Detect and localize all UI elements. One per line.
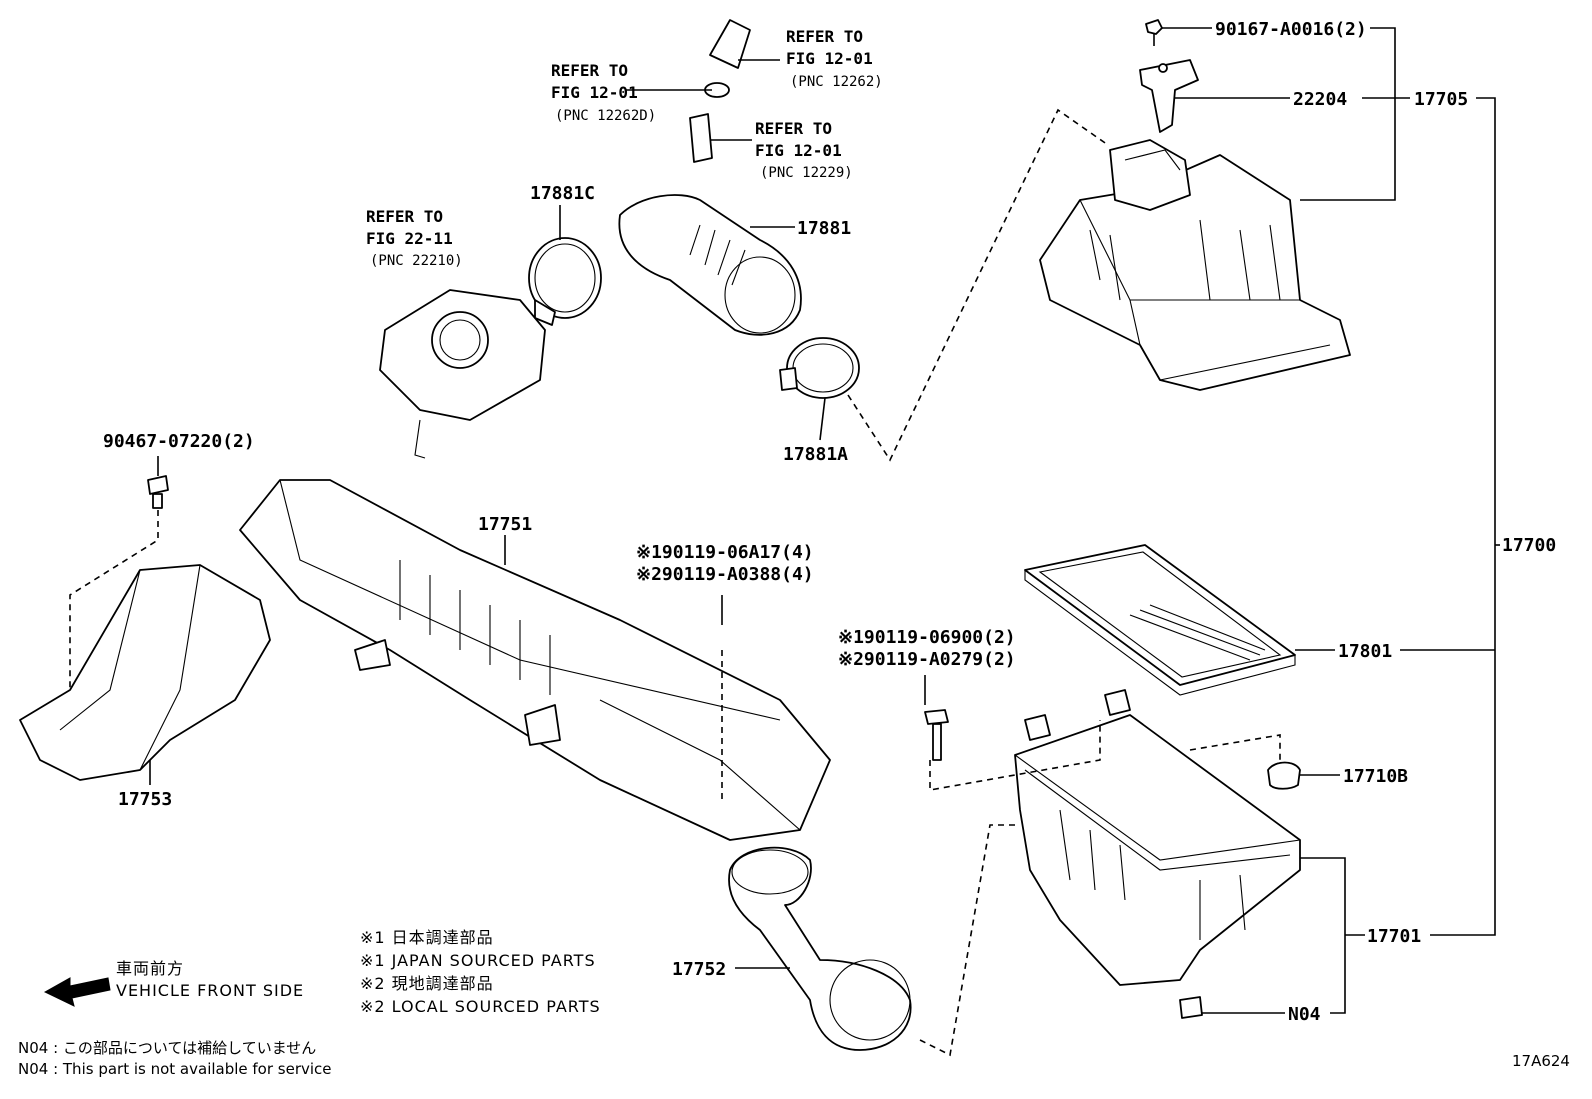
svg-text:FIG 12-01: FIG 12-01 — [551, 83, 638, 102]
svg-text:(PNC 12262): (PNC 12262) — [790, 74, 883, 90]
label-17710b: 17710B — [1343, 766, 1408, 787]
svg-text:(PNC 12262D): (PNC 12262D) — [555, 108, 656, 124]
hose-clamp-17881a-drawing — [779, 337, 860, 399]
label-90467-07220: 90467-07220(2) — [103, 431, 255, 452]
label-90167-a0016: 90167-A0016(2) — [1215, 19, 1367, 40]
label-17881c: 17881C — [530, 183, 595, 204]
svg-text:REFER TO: REFER TO — [786, 27, 863, 46]
label-17751: 17751 — [478, 514, 532, 535]
front-label-jp: 車両前方 — [116, 959, 184, 978]
label-17705: 17705 — [1414, 89, 1468, 110]
svg-text:FIG 22-11: FIG 22-11 — [366, 229, 453, 248]
air-cleaner-cap-drawing — [1039, 139, 1351, 391]
air-flow-sensor-drawing — [1139, 19, 1199, 133]
reference-12262: REFER TO FIG 12-01 (PNC 12262) — [786, 27, 883, 90]
reference-12262d: REFER TO FIG 12-01 (PNC 12262D) — [551, 61, 656, 124]
reference-12229: REFER TO FIG 12-01 (PNC 12229) — [755, 119, 853, 181]
label-bolt-b1: ※190119-06900(2) — [838, 627, 1016, 648]
svg-text:REFER TO: REFER TO — [755, 119, 832, 138]
air-cleaner-case-drawing — [1014, 689, 1301, 1019]
note-line: ※2 現地調達部品 — [360, 974, 494, 993]
label-17701: 17701 — [1367, 926, 1421, 947]
footnote-en: N04 : This part is not available for ser… — [18, 1060, 332, 1078]
label-17881: 17881 — [797, 218, 851, 239]
label-bolt-a1: ※190119-06A17(4) — [636, 542, 814, 563]
label-17753: 17753 — [118, 789, 172, 810]
note-line: ※1 JAPAN SOURCED PARTS — [360, 951, 596, 970]
label-bolt-a2: ※290119-A0388(4) — [636, 564, 814, 585]
label-17752: 17752 — [672, 959, 726, 980]
vehicle-front-indicator: 車両前方 VEHICLE FRONT SIDE — [43, 959, 304, 1007]
label-22204: 22204 — [1293, 89, 1347, 110]
label-17881a: 17881A — [783, 444, 848, 465]
intake-duct-17751-drawing — [239, 479, 831, 841]
intake-duct-17753-drawing — [19, 475, 271, 781]
note-line: ※2 LOCAL SOURCED PARTS — [360, 997, 601, 1016]
dashed-connectors — [69, 108, 1281, 1057]
svg-text:(PNC 22210): (PNC 22210) — [370, 253, 463, 269]
svg-text:(PNC 12229): (PNC 12229) — [760, 165, 853, 181]
sourcing-notes: ※1 日本調達部品 ※1 JAPAN SOURCED PARTS ※2 現地調達… — [360, 928, 601, 1016]
label-17700: 17700 — [1502, 535, 1556, 556]
leader-lines — [149, 27, 1500, 1014]
label-bolt-b2: ※290119-A0279(2) — [838, 649, 1016, 670]
front-arrow-icon — [43, 977, 111, 1007]
svg-text:FIG 12-01: FIG 12-01 — [755, 141, 842, 160]
label-17801: 17801 — [1338, 641, 1392, 662]
figure-id: 17A624 — [1512, 1052, 1570, 1070]
hose-clamp-17881c-drawing — [528, 237, 602, 326]
svg-text:FIG 12-01: FIG 12-01 — [786, 49, 873, 68]
throttle-body-drawing — [379, 289, 546, 459]
svg-text:REFER TO: REFER TO — [366, 207, 443, 226]
footnote-jp: N04 : この部品については補給していません — [18, 1039, 316, 1057]
label-n04: N04 — [1288, 1004, 1321, 1025]
front-label-en: VEHICLE FRONT SIDE — [116, 981, 304, 1000]
intake-duct-17752-drawing — [728, 846, 912, 1051]
svg-text:REFER TO: REFER TO — [551, 61, 628, 80]
note-line: ※1 日本調達部品 — [360, 928, 494, 947]
air-filter-drawing — [1024, 544, 1296, 696]
reference-22210: REFER TO FIG 22-11 (PNC 22210) — [366, 207, 463, 269]
case-bolt-drawing — [924, 709, 949, 761]
